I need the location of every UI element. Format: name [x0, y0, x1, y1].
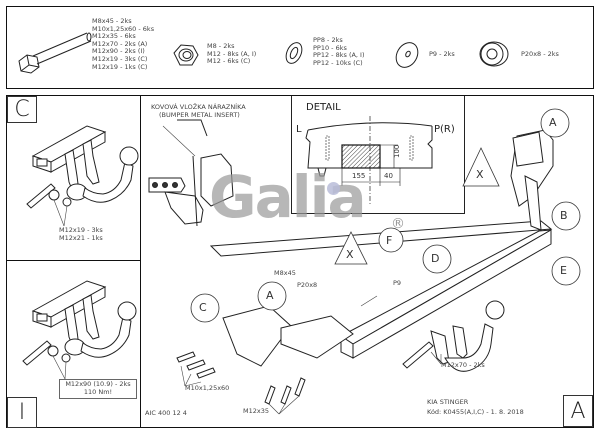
bolt-item: M12x19 - 1ks (C) — [92, 62, 148, 71]
spring-washer-item: PP12 - 8ks (A, I) — [313, 51, 365, 60]
callout-x-right: X — [476, 168, 484, 181]
bolt-item: M8x45 - 2ks — [92, 17, 132, 25]
washer-label: P9 - 2ks — [429, 50, 455, 58]
spring-washer-item: PP12 - 10ks (C) — [313, 58, 363, 67]
detail-left-label: L — [296, 124, 302, 135]
galia-watermark-logo: Galia — [209, 163, 367, 231]
detail-drawing — [305, 116, 433, 204]
nut-list: M8 - 2ks M12 - 8ks (A, I) M12 - 6ks (C) — [207, 42, 257, 66]
bolt-item: M12x19 - 3ks (C) — [92, 54, 148, 63]
callout-d: D — [431, 252, 440, 265]
panel-c-bolt-line: M12x19 - 3ks — [59, 226, 103, 234]
callout-a-top: A — [549, 116, 557, 129]
washer-icon — [395, 42, 419, 68]
spacer-label: P20x8 - 2ks — [521, 50, 559, 58]
bolt-item: M12x70 - 2ks (A) — [92, 39, 148, 48]
panel-c-letter: C — [14, 97, 30, 122]
type-letter-box: A — [563, 395, 593, 427]
panel-i-letter-box: I — [7, 397, 37, 428]
panel-c-bolts: M12x19 - 3ks M12x21 - 1ks — [59, 226, 103, 242]
spring-washer-icon — [285, 42, 303, 64]
label-p20x8: P20x8 — [297, 281, 318, 289]
detail-right-label: P(R) — [434, 124, 455, 135]
spring-washer-list: PP8 - 2ks PP10 - 6ks PP12 - 8ks (A, I) P… — [313, 36, 365, 67]
bolt-item: M12x90 - 2ks (I) — [92, 47, 145, 56]
label-m10x125x60: M10x1,25x60 — [185, 384, 230, 392]
hardware-panel: M8x45 - 2ks M10x1,25x60 - 6ks M12x35 - 6… — [6, 6, 594, 89]
bolt-item: M12x35 - 6ks — [92, 32, 136, 41]
nut-item: M12 - 6ks (C) — [207, 57, 251, 66]
towbar-assembly-drawing — [148, 108, 581, 415]
panel-i-bolt-line: M12x90 (10.9) - 2ks — [65, 380, 131, 388]
watermark-dot — [327, 182, 340, 195]
callout-b: B — [560, 209, 568, 222]
label-m12x70: M12x70 - 2ks — [441, 361, 485, 369]
panel-i-torque: 110 Nm! — [83, 388, 113, 397]
type-letter: A — [570, 398, 586, 424]
bumper-insert-label: KOVOVÁ VLOŽKA NÁRAZNÍKA (BUMPER METAL IN… — [151, 103, 246, 119]
panel-i: M12x90 (10.9) - 2ks 110 Nm! I — [6, 260, 141, 428]
detail-dim-40: 40 — [384, 172, 393, 180]
callout-x-center: X — [346, 248, 354, 261]
panel-c-letter-box: C — [7, 96, 37, 123]
main-panel: KOVOVÁ VLOŽKA NÁRAZNÍKA (BUMPER METAL IN… — [140, 95, 594, 428]
panel-c-bolt-line: M12x21 - 1ks — [59, 233, 103, 242]
bolt-item: M10x1,25x60 - 6ks — [92, 24, 155, 33]
detail-title: DETAIL — [306, 102, 341, 113]
detail-box: DETAIL L P(R) 155 40 100 — [291, 96, 465, 214]
bolt-icon — [18, 32, 92, 74]
towbar-i-illustration — [22, 280, 137, 380]
towbar-c-illustration — [26, 125, 139, 227]
bolt-list: M8x45 - 2ks M10x1,25x60 - 6ks M12x35 - 6… — [92, 17, 155, 71]
nut-item: M8 - 2ks — [207, 42, 235, 50]
vehicle-name: KIA STINGER Kód: K0455(A,I,C) - 1. 8. 20… — [427, 397, 524, 417]
spring-washer-item: PP8 - 2ks — [313, 36, 343, 44]
bumper-insert-cz: KOVOVÁ VLOŽKA NÁRAZNÍKA — [151, 103, 246, 111]
panel-i-bolt-box: M12x90 (10.9) - 2ks 110 Nm! — [59, 379, 137, 399]
detail-dim-155: 155 — [352, 172, 366, 180]
panel-i-letter: I — [18, 400, 26, 425]
spring-washer-item: PP10 - 6ks — [313, 43, 347, 52]
bumper-insert-en: (BUMPER METAL INSERT) — [159, 110, 240, 119]
spacer-icon — [479, 41, 509, 67]
registered-mark: ® — [391, 216, 405, 232]
nut-icon — [173, 44, 199, 66]
callout-e: E — [560, 264, 567, 277]
label-m12x35: M12x35 — [243, 407, 269, 415]
panel-c: C M12x19 - 3ks M12x21 - 1ks — [6, 95, 141, 261]
callout-f: F — [386, 234, 393, 247]
nut-item: M12 - 8ks (A, I) — [207, 49, 257, 58]
label-m8x45: M8x45 — [274, 269, 296, 277]
drawing-number: AIC 400 12 4 — [145, 409, 187, 417]
callout-a-bottom: A — [266, 289, 274, 302]
callout-c: C — [199, 301, 207, 314]
product-code: Kód: K0455(A,I,C) - 1. 8. 2018 — [427, 408, 524, 416]
label-p9: P9 — [393, 279, 402, 287]
vehicle-model: KIA STINGER — [427, 398, 469, 406]
